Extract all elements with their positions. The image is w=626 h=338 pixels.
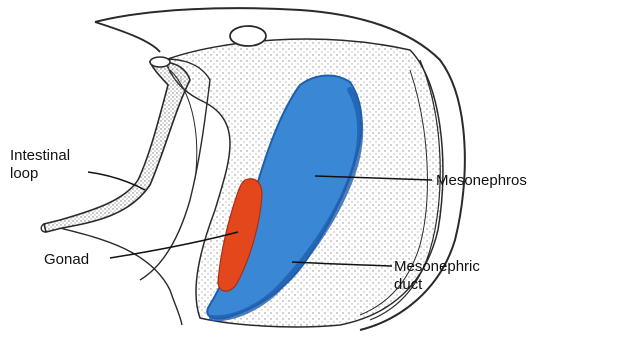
gut-wall xyxy=(60,228,182,325)
label-intestinal-line1: Intestinal xyxy=(10,147,70,164)
gut-lumen xyxy=(150,57,170,67)
label-mesonephros: Mesonephros xyxy=(436,172,527,189)
label-mesonephric-duct-line1: Mesonephric xyxy=(394,258,480,275)
label-mesonephric-duct-line2: duct xyxy=(394,276,423,293)
neural-tube xyxy=(230,26,266,46)
label-gonad: Gonad xyxy=(44,251,89,268)
label-intestinal-line2: loop xyxy=(10,165,38,182)
outer-body-outline-top xyxy=(95,22,160,52)
